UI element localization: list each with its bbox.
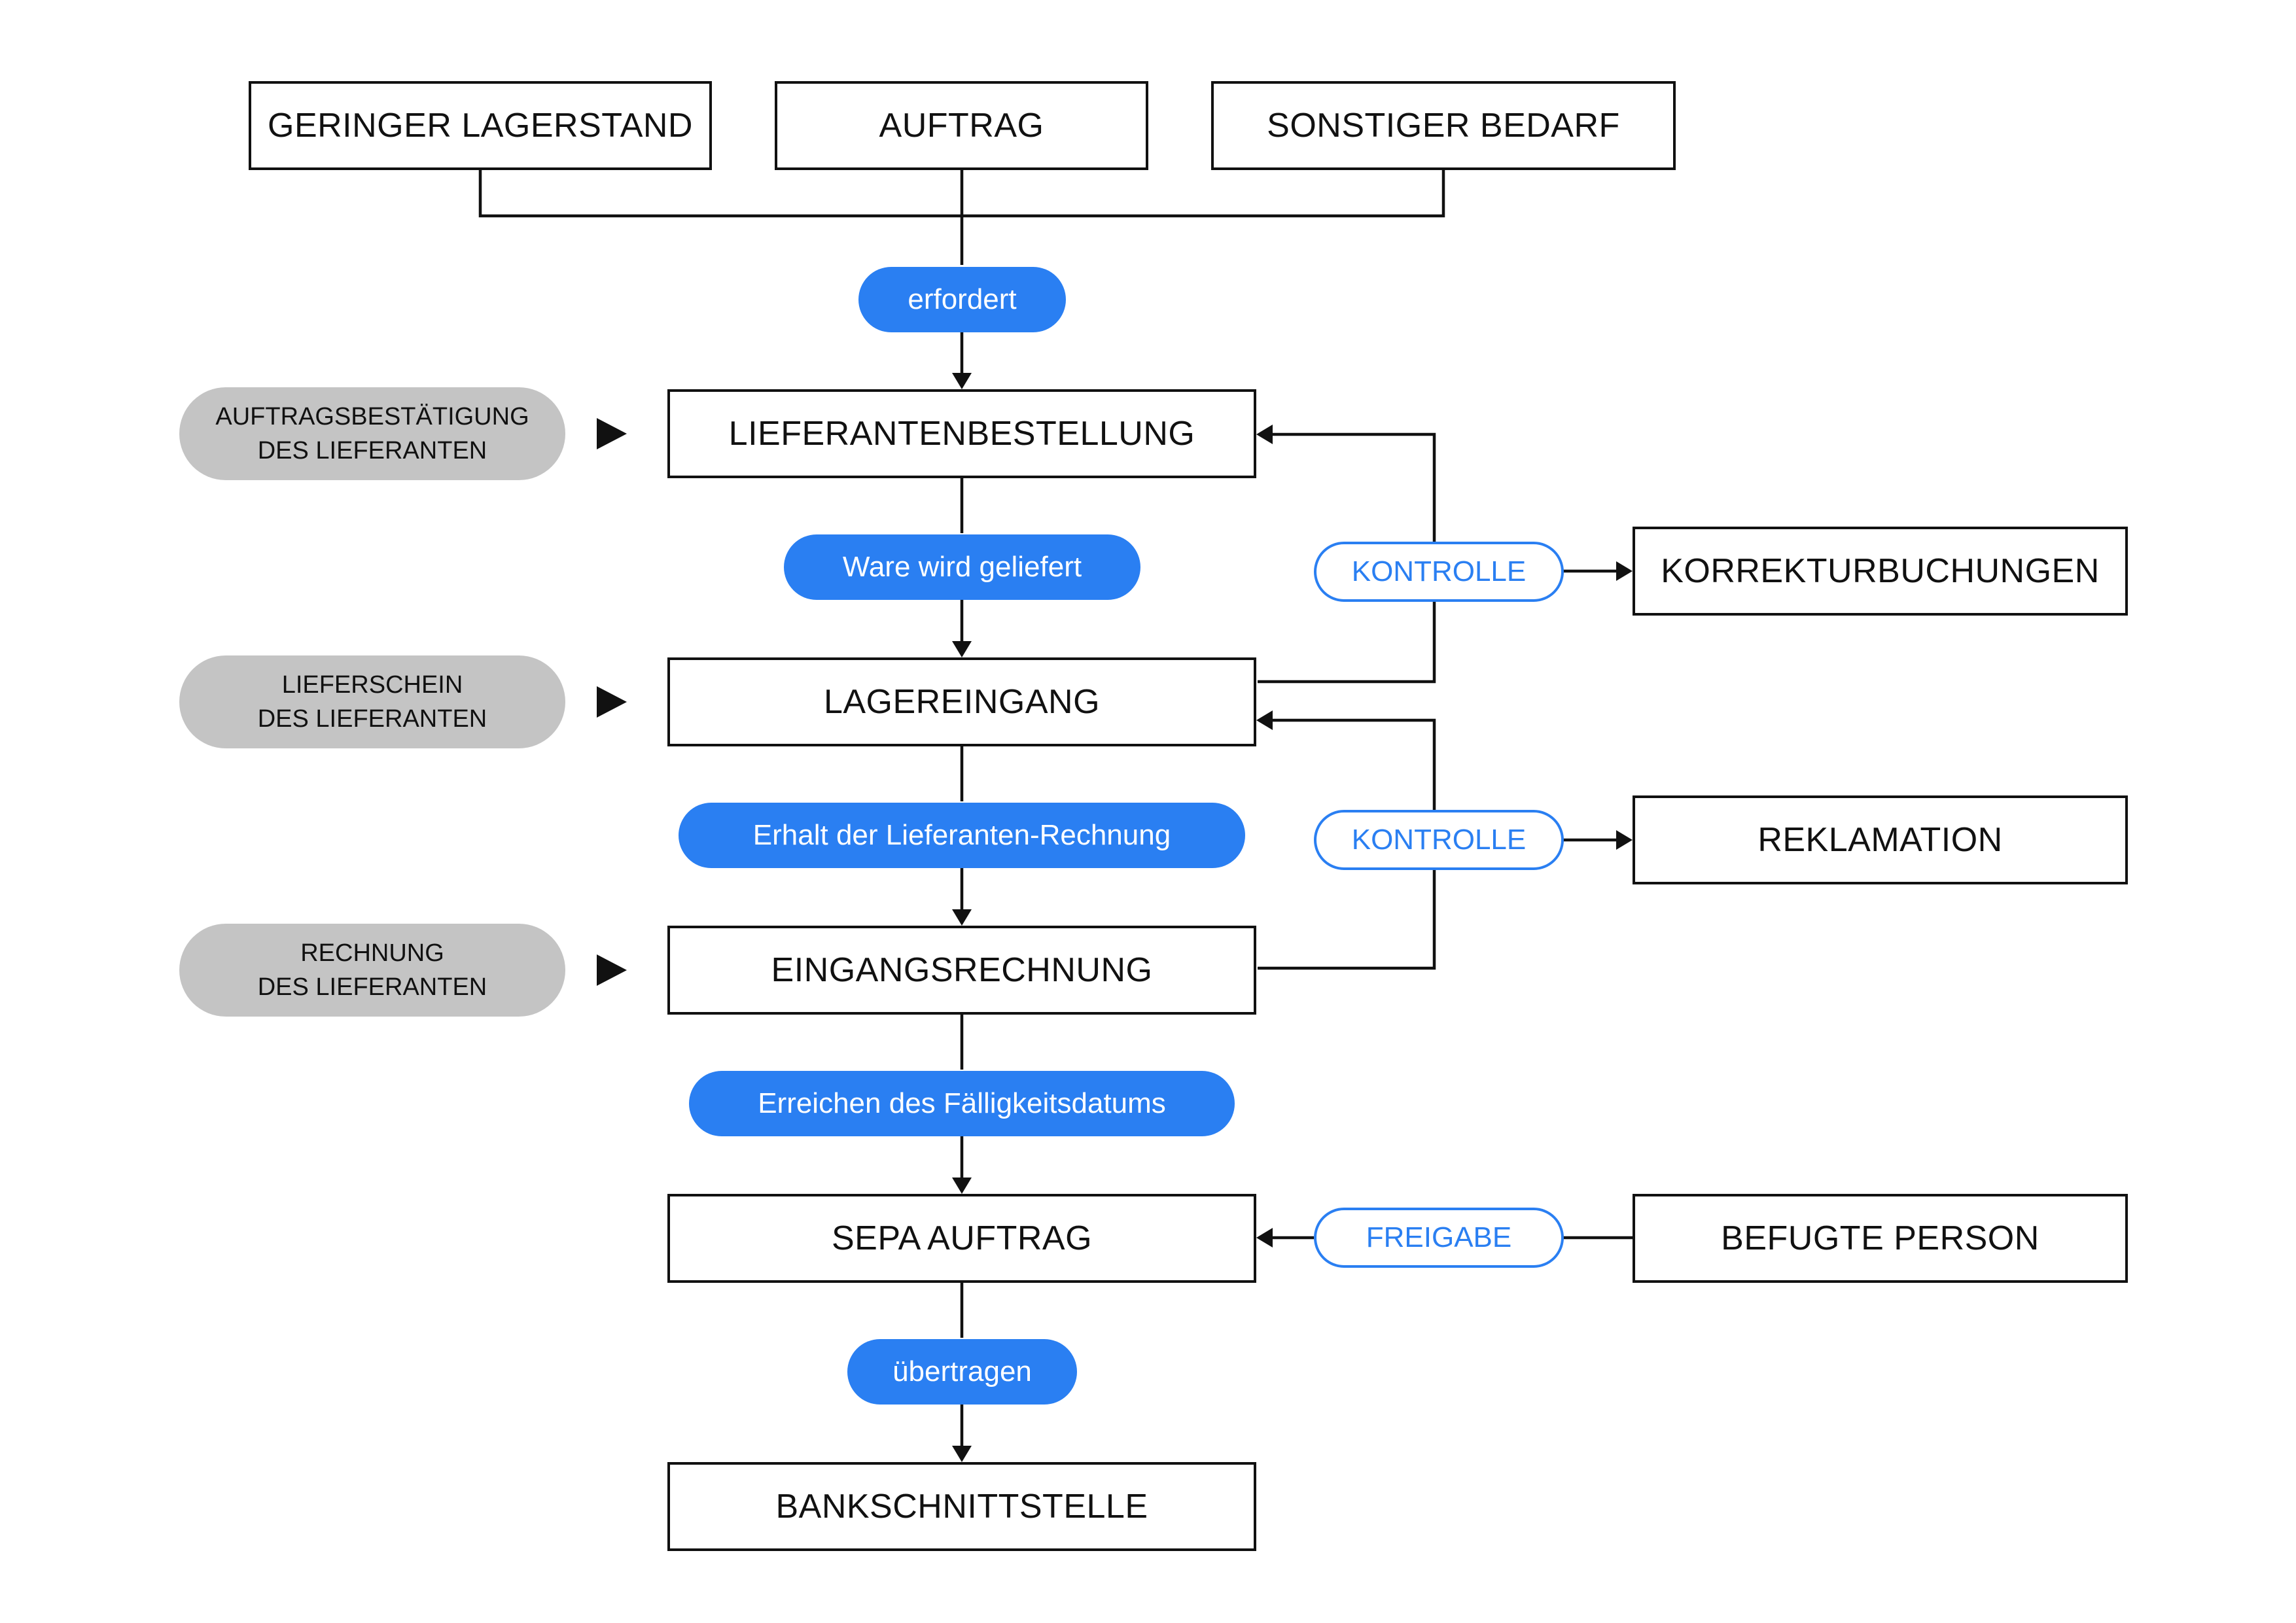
- arrow-back-to-supplier-order: [1256, 425, 1273, 444]
- transition-delivered: Ware wird geliefert: [784, 534, 1140, 600]
- arrow-to-complaint: [1616, 830, 1633, 850]
- doc-invoice-line1: RECHNUNG: [300, 939, 444, 967]
- doc-order-confirmation-line1: AUFTRAGSBESTÄTIGUNG: [215, 403, 529, 430]
- bank-interface-label: BANKSCHNITTSTELLE: [775, 1488, 1148, 1526]
- low-stock-label: GERINGER LAGERSTAND: [268, 107, 693, 145]
- corrections-box: KORREKTURBUCHUNGEN: [1633, 527, 2128, 616]
- complaint-box: REKLAMATION: [1633, 795, 2128, 884]
- release-pill: FREIGABE: [1314, 1208, 1564, 1268]
- arrow-to-corrections: [1616, 561, 1633, 581]
- low-stock-box: GERINGER LAGERSTAND: [249, 81, 712, 170]
- sepa-order-box: SEPA AUFTRAG: [667, 1194, 1256, 1283]
- control-pill-1: KONTROLLE: [1314, 542, 1564, 602]
- triangle-arrow-icon: [597, 418, 627, 449]
- triangle-arrow-icon: [597, 686, 627, 718]
- doc-invoice-line2: DES LIEFERANTEN: [257, 973, 487, 1001]
- arrow-to-sepa-order: [952, 1178, 972, 1194]
- doc-delivery-note: LIEFERSCHEIN DES LIEFERANTEN: [179, 655, 565, 748]
- order-label: AUFTRAG: [879, 107, 1044, 145]
- doc-order-confirmation: AUFTRAGSBESTÄTIGUNG DES LIEFERANTEN: [179, 387, 565, 480]
- doc-order-confirmation-line2: DES LIEFERANTEN: [257, 437, 487, 464]
- sepa-order-label: SEPA AUFTRAG: [831, 1219, 1093, 1257]
- authorized-person-box: BEFUGTE PERSON: [1633, 1194, 2128, 1283]
- incoming-invoice-box: EINGANGSRECHNUNG: [667, 926, 1256, 1015]
- arrow-to-goods-receipt: [952, 641, 972, 657]
- control-loop-2: [1258, 870, 1436, 970]
- arrow-back-to-goods-receipt: [1256, 710, 1273, 730]
- triangle-arrow-icon: [597, 954, 627, 986]
- authorized-person-label: BEFUGTE PERSON: [1721, 1219, 2040, 1257]
- transition-invoice-received: Erhalt der Lieferanten-Rechnung: [679, 803, 1245, 868]
- goods-receipt-label: LAGEREINGANG: [823, 683, 1101, 721]
- control-loop-1: [1258, 600, 1436, 684]
- arrow-to-sepa-order-release: [1256, 1228, 1273, 1248]
- arrow-to-bank-interface: [952, 1446, 972, 1462]
- doc-delivery-note-line1: LIEFERSCHEIN: [281, 671, 463, 699]
- supplier-order-box: LIEFERANTENBESTELLUNG: [667, 389, 1256, 478]
- complaint-label: REKLAMATION: [1757, 821, 2003, 859]
- corrections-label: KORREKTURBUCHUNGEN: [1661, 552, 2100, 590]
- supplier-order-label: LIEFERANTENBESTELLUNG: [728, 415, 1195, 453]
- doc-invoice: RECHNUNG DES LIEFERANTEN: [179, 924, 565, 1017]
- other-demand-box: SONSTIGER BEDARF: [1211, 81, 1676, 170]
- transition-required: erfordert: [858, 267, 1066, 332]
- doc-delivery-note-line2: DES LIEFERANTEN: [257, 705, 487, 733]
- control-pill-2: KONTROLLE: [1314, 810, 1564, 870]
- transition-due-date: Erreichen des Fälligkeitsdatums: [689, 1071, 1235, 1136]
- bank-interface-box: BANKSCHNITTSTELLE: [667, 1462, 1256, 1551]
- goods-receipt-box: LAGEREINGANG: [667, 657, 1256, 746]
- arrow-to-supplier-order: [952, 373, 972, 389]
- other-demand-label: SONSTIGER BEDARF: [1267, 107, 1620, 145]
- transition-transferred: übertragen: [847, 1339, 1077, 1405]
- incoming-invoice-label: EINGANGSRECHNUNG: [771, 951, 1153, 989]
- arrow-to-incoming-invoice: [952, 909, 972, 926]
- order-box: AUFTRAG: [775, 81, 1148, 170]
